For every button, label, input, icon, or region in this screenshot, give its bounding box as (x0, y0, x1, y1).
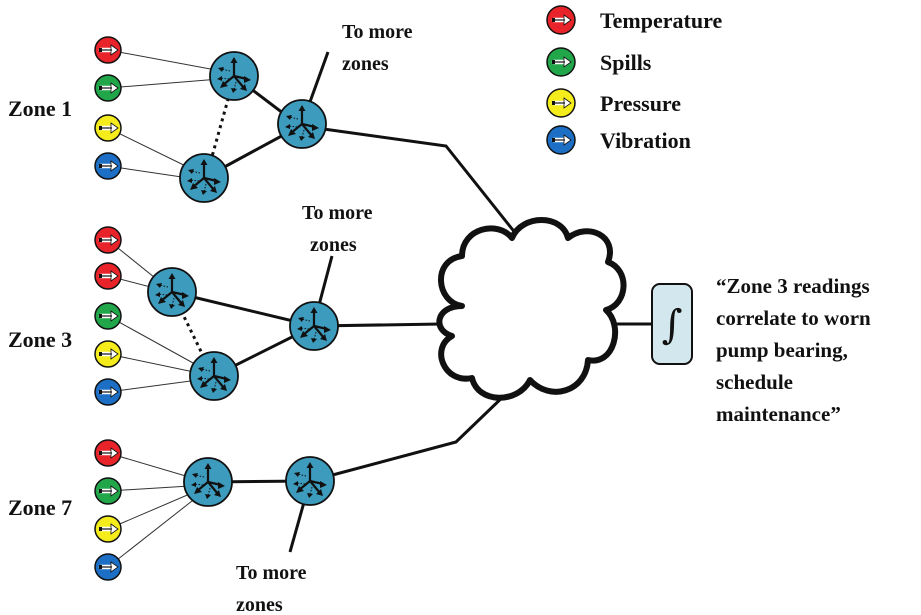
quote-line: maintenance” (716, 402, 841, 426)
routers (147, 51, 339, 507)
vibration-sensor-icon (94, 378, 122, 406)
legend-item: Temperature (546, 5, 722, 35)
temperature-sensor-icon (94, 36, 122, 64)
spill-sensor-icon (94, 302, 122, 330)
sensors (94, 36, 122, 581)
zone-label: Zone 3 (8, 327, 72, 352)
spill-sensor-icon (94, 74, 122, 102)
cloud-icon (436, 217, 627, 401)
spill-sensor-icon (94, 477, 122, 505)
quote-line: pump bearing, (716, 338, 848, 362)
more-zones-line: zones (342, 53, 389, 75)
legend-item: Vibration (546, 125, 691, 155)
router-icon (189, 351, 239, 401)
vibration-sensor-icon (546, 125, 576, 155)
integral-icon: ∫ (662, 302, 683, 348)
temperature-sensor-icon (546, 5, 576, 35)
quote-line: correlate to worn (716, 306, 871, 330)
router-icon (183, 457, 233, 507)
temperature-sensor-icon (94, 439, 122, 467)
pressure-sensor-icon (94, 114, 122, 142)
quote-line: “Zone 3 readings (716, 274, 870, 298)
analytics-box (651, 283, 693, 365)
more-zones-line: To more (302, 202, 373, 224)
router-icon (209, 51, 259, 101)
more-zones-line: zones (310, 234, 357, 256)
more-zones-label: To more zones (342, 21, 418, 75)
more-zones-label: To more zones (236, 562, 312, 615)
more-zones-line: To more (342, 21, 413, 43)
more-zones-line: To more (236, 562, 307, 584)
router-icon (289, 301, 339, 351)
sensor-link (107, 489, 207, 568)
legend-label: Vibration (600, 128, 691, 153)
uplink (309, 390, 510, 483)
router-icon (285, 456, 335, 506)
temperature-sensor-icon (94, 226, 122, 254)
legend-label: Temperature (600, 8, 722, 33)
more-zones-label: To more zones (302, 202, 378, 256)
legend-item: Pressure (546, 88, 681, 118)
spill-sensor-icon (546, 47, 576, 77)
router-icon (179, 153, 229, 203)
temperature-sensor-icon (94, 262, 122, 290)
quote-line: schedule (716, 370, 793, 394)
zone-label: Zone 7 (8, 495, 72, 520)
router-icon (277, 99, 327, 149)
vibration-sensor-icon (94, 152, 122, 180)
pressure-sensor-icon (94, 340, 122, 368)
uplink (301, 124, 534, 255)
pressure-sensor-icon (94, 515, 122, 543)
router-icon (147, 267, 197, 317)
pressure-sensor-icon (546, 88, 576, 118)
legend-item: Spills (546, 47, 652, 77)
zone-label: Zone 1 (8, 96, 72, 121)
analysis-quote: “Zone 3 readings correlate to worn pump … (716, 274, 876, 426)
legend-label: Spills (600, 50, 652, 75)
vibration-sensor-icon (94, 553, 122, 581)
legend-label: Pressure (600, 91, 681, 116)
more-zones-line: zones (236, 594, 283, 615)
